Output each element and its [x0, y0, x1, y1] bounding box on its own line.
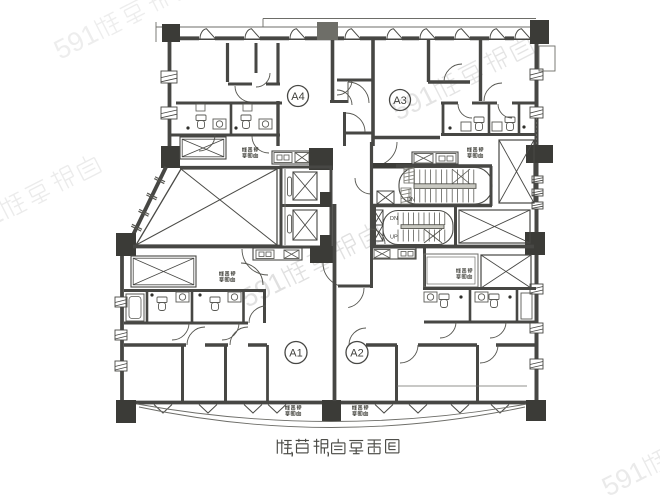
- svg-text:A4: A4: [291, 91, 304, 103]
- svg-text:591: 591: [0, 198, 8, 245]
- svg-text:UP: UP: [390, 235, 398, 241]
- svg-text:DN: DN: [390, 216, 398, 222]
- svg-text:A3: A3: [393, 95, 406, 107]
- svg-text:DN: DN: [407, 197, 415, 203]
- svg-text:A1: A1: [289, 348, 302, 360]
- svg-text:A2: A2: [350, 348, 363, 360]
